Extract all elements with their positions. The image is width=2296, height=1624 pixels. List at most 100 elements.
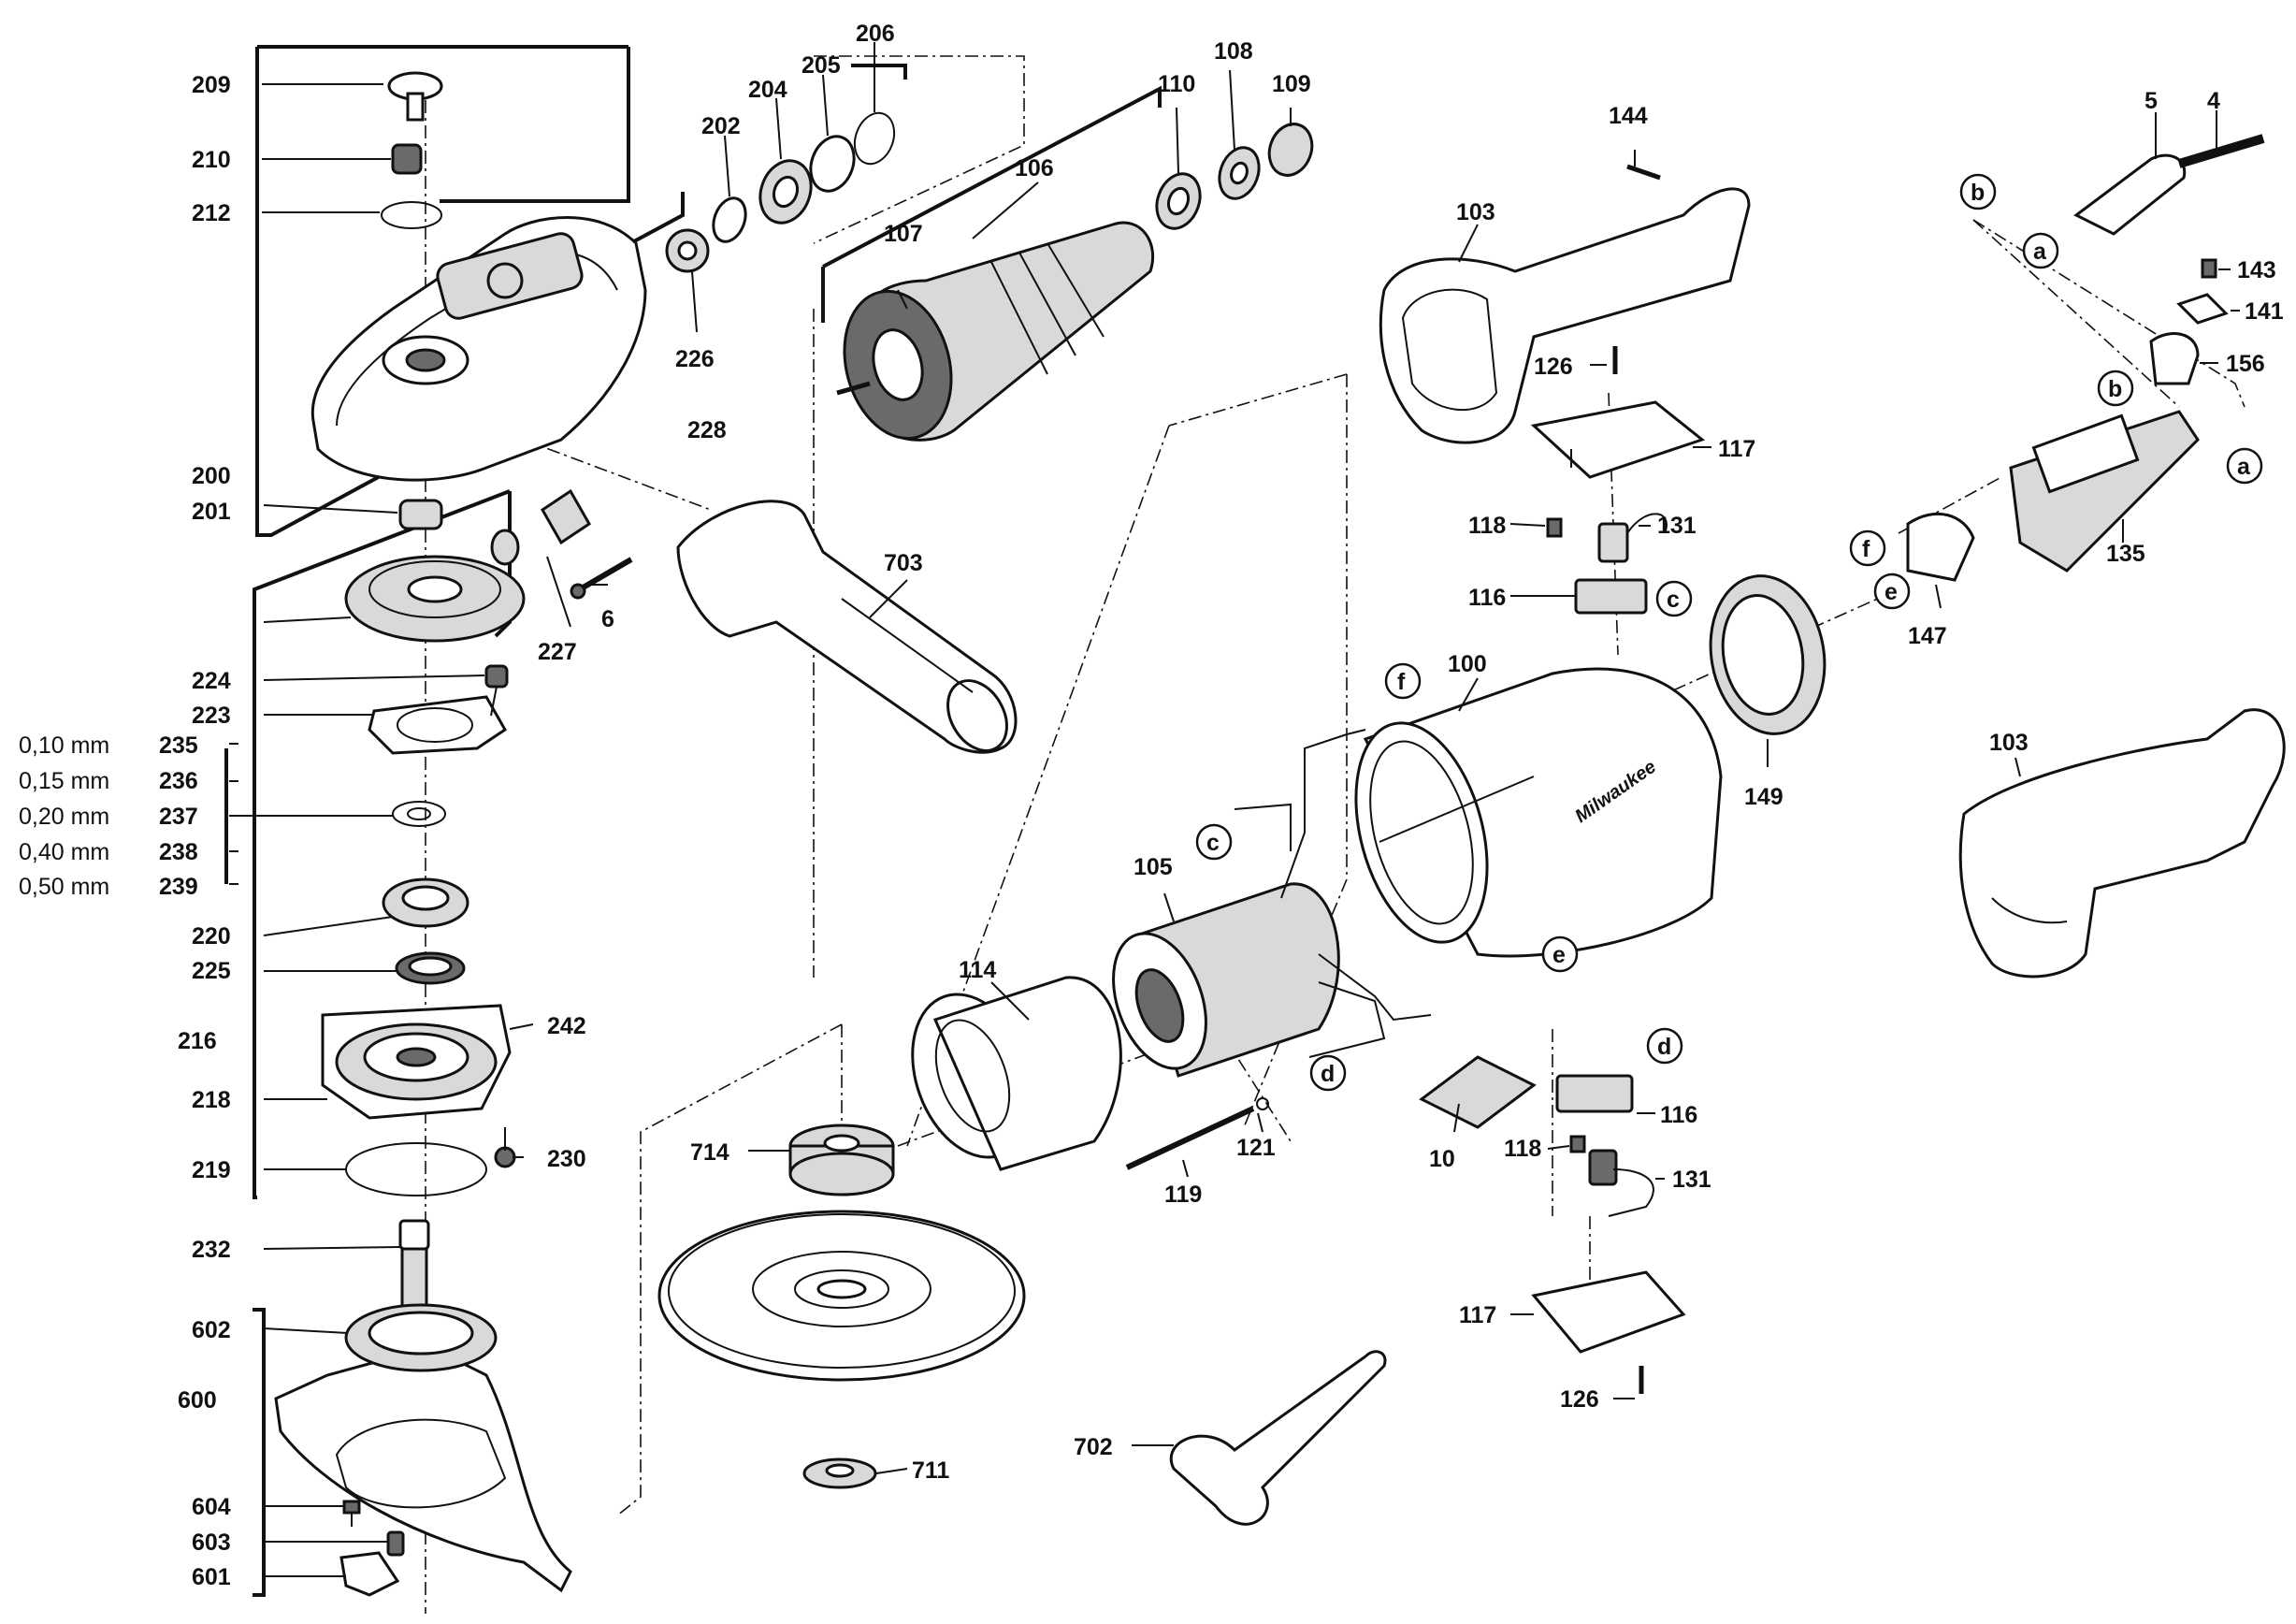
wheel-guard	[274, 1345, 572, 1593]
part-label-103a: 103	[1456, 199, 1495, 225]
part-label-156: 156	[2226, 351, 2265, 377]
part-label-602: 602	[192, 1317, 231, 1343]
part-label-204: 204	[748, 77, 787, 103]
bearing-plate	[368, 695, 507, 755]
callout-e1	[1873, 573, 1911, 610]
brush-cover-lower	[1531, 1270, 1686, 1354]
part-label-110: 110	[1158, 71, 1195, 97]
callout-f1-text: f	[1862, 536, 1870, 562]
callout-c2	[1195, 823, 1233, 861]
callout-d1	[1309, 1054, 1347, 1092]
part-label-117b: 117	[1459, 1302, 1496, 1328]
wheel-and-stator-parts	[657, 729, 1432, 1526]
shim-size-238: 0,40 mm	[19, 839, 109, 865]
brush-holder	[1574, 578, 1648, 615]
side-handle	[676, 500, 1018, 754]
spindle-lock-pin	[406, 92, 425, 122]
part-label-702: 702	[1074, 1434, 1113, 1460]
long-screw	[1125, 1106, 1255, 1170]
o-ring	[381, 201, 442, 229]
cable-sleeve	[2073, 153, 2187, 236]
callout-b1	[1959, 173, 1997, 210]
connector-callouts: b a b a f e c f c e d d	[1195, 173, 2263, 1092]
part-label-209: 209	[192, 72, 231, 98]
callout-a2-text: a	[2237, 454, 2251, 480]
part-label-202: 202	[701, 113, 741, 139]
power-cable	[2177, 134, 2265, 168]
callout-d2	[1646, 1027, 1683, 1065]
callout-c1	[1655, 580, 1693, 617]
callout-a1-text: a	[2033, 239, 2047, 265]
part-label-6: 6	[601, 606, 614, 632]
gear-head-parts	[274, 71, 647, 1597]
part-number-labels: 209 210 212 200 201 224 223 0,10 mm 235 …	[19, 21, 2284, 1590]
part-label-105: 105	[1134, 854, 1173, 880]
part-label-236: 236	[159, 768, 198, 794]
part-label-109: 109	[1272, 71, 1311, 97]
bearing-sleeve	[1267, 123, 1314, 177]
switch-cover	[2149, 332, 2200, 385]
leader-lines	[229, 42, 2240, 1577]
armature-parts	[490, 111, 1314, 754]
part-label-218: 218	[192, 1087, 231, 1113]
part-label-226: 226	[675, 346, 715, 372]
part-label-714: 714	[690, 1139, 729, 1166]
callout-c1-text: c	[1667, 587, 1680, 613]
part-label-219: 219	[192, 1157, 231, 1183]
part-label-103b: 103	[1989, 730, 2029, 756]
part-label-201: 201	[192, 499, 231, 525]
part-label-4: 4	[2207, 88, 2220, 114]
part-label-131b: 131	[1672, 1167, 1711, 1193]
part-label-232: 232	[192, 1237, 231, 1263]
part-label-114: 114	[959, 957, 996, 983]
spindle	[398, 1219, 430, 1251]
flange-o-ring	[345, 1142, 487, 1196]
shim-size-236: 0,15 mm	[19, 768, 109, 794]
part-label-225: 225	[192, 958, 231, 984]
callout-a1	[2022, 232, 2059, 269]
part-label-200: 200	[192, 463, 231, 489]
part-label-121: 121	[1236, 1135, 1276, 1161]
part-label-106: 106	[1015, 155, 1054, 181]
callout-a2	[2226, 447, 2263, 485]
callout-f1	[1849, 529, 1886, 567]
part-label-206: 206	[856, 21, 895, 47]
needle-bearing	[398, 499, 443, 530]
shim-size-237: 0,20 mm	[19, 804, 109, 830]
guard-lever	[339, 1551, 400, 1597]
part-label-147: 147	[1908, 623, 1947, 649]
part-label-223: 223	[192, 703, 231, 729]
insulation-pad	[1419, 1055, 1537, 1129]
shim-size-239: 0,50 mm	[19, 874, 109, 900]
pinion	[541, 488, 591, 545]
callout-c2-text: c	[1206, 830, 1220, 856]
part-label-239: 239	[159, 874, 198, 900]
screw-6	[578, 557, 633, 592]
spring	[391, 143, 423, 175]
part-label-135: 135	[2106, 541, 2145, 567]
part-label-603: 603	[192, 1530, 231, 1556]
part-label-205: 205	[801, 52, 841, 79]
part-label-601: 601	[192, 1564, 231, 1590]
handle-half-bottom	[1958, 708, 2286, 979]
part-label-116b: 116	[1660, 1102, 1697, 1128]
part-label-100: 100	[1448, 651, 1487, 677]
part-label-600: 600	[178, 1387, 217, 1414]
part-label-242: 242	[547, 1013, 586, 1039]
callout-b2	[2097, 370, 2134, 407]
part-label-144: 144	[1609, 103, 1648, 129]
callout-d2-text: d	[1657, 1034, 1671, 1060]
part-label-604: 604	[192, 1494, 231, 1520]
shim-size-235: 0,10 mm	[19, 732, 109, 759]
brush-cover	[1530, 400, 1706, 479]
callout-d1-text: d	[1321, 1061, 1335, 1087]
part-label-228: 228	[687, 417, 727, 443]
part-label-220: 220	[192, 923, 231, 950]
part-label-116a: 116	[1468, 585, 1506, 611]
part-label-237: 237	[159, 804, 198, 830]
part-label-107: 107	[884, 221, 923, 247]
part-label-108: 108	[1214, 38, 1253, 65]
part-label-227: 227	[538, 639, 577, 665]
part-label-235: 235	[159, 732, 198, 759]
